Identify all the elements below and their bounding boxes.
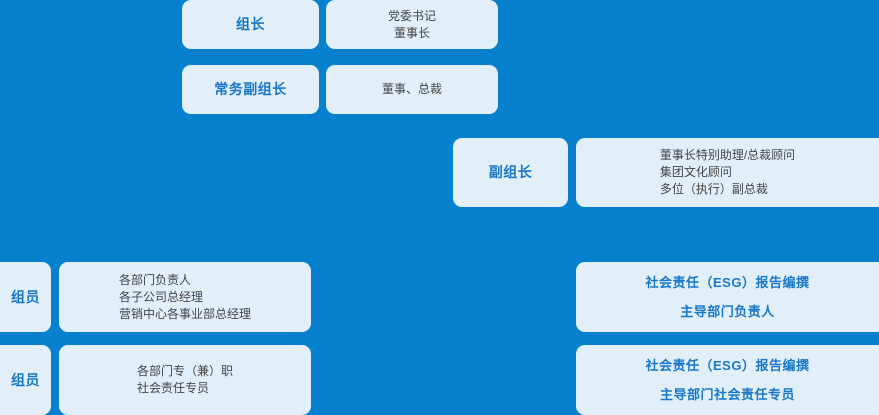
detail-card-group-leader: 党委书记 董事长 xyxy=(326,0,498,49)
esg-line: 主导部门负责人 xyxy=(680,304,775,319)
esg-list-member-1: 社会责任（ESG）报告编撰 主导部门负责人 xyxy=(646,268,810,326)
detail-line: 营销中心各事业部总经理 xyxy=(118,306,251,321)
esg-list-member-2: 社会责任（ESG）报告编撰 主导部门社会责任专员 xyxy=(646,351,810,409)
detail-card-executive-deputy-leader: 董事、总裁 xyxy=(326,65,498,114)
role-card-member-2: 组员 xyxy=(0,345,51,415)
detail-line: 董事长 xyxy=(393,25,430,40)
role-card-member-1: 组员 xyxy=(0,262,51,332)
detail-line: 集团文化顾问 xyxy=(659,165,732,179)
detail-line: 董事、总裁 xyxy=(381,82,442,96)
esg-line: 主导部门社会责任专员 xyxy=(659,387,795,402)
detail-card-deputy-leader: 董事长特别助理/总裁顾问 集团文化顾问 多位（执行）副总裁 xyxy=(576,138,879,207)
detail-line: 各部门专（兼）职 xyxy=(136,364,233,378)
detail-card-member-2: 各部门专（兼）职 社会责任专员 xyxy=(59,345,311,415)
detail-list-executive-deputy-leader: 董事、总裁 xyxy=(382,81,442,98)
detail-line: 多位（执行）副总裁 xyxy=(659,182,768,196)
role-label-member-2: 组员 xyxy=(11,371,40,388)
role-card-executive-deputy-leader: 常务副组长 xyxy=(182,65,319,114)
esg-line: 社会责任（ESG）报告编撰 xyxy=(645,275,810,290)
role-label-group-leader: 组长 xyxy=(236,16,265,32)
detail-list-deputy-leader: 董事长特别助理/总裁顾问 集团文化顾问 多位（执行）副总裁 xyxy=(660,147,795,198)
role-card-group-leader: 组长 xyxy=(182,0,319,49)
detail-line: 社会责任专员 xyxy=(136,381,209,395)
detail-list-group-leader: 党委书记 董事长 xyxy=(388,8,436,42)
role-label-member-1: 组员 xyxy=(11,288,40,305)
role-card-deputy-leader: 副组长 xyxy=(453,138,568,207)
detail-list-member-1: 各部门负责人 各子公司总经理 营销中心各事业部总经理 xyxy=(119,272,251,323)
esg-card-member-2: 社会责任（ESG）报告编撰 主导部门社会责任专员 xyxy=(576,345,879,415)
detail-list-member-2: 各部门专（兼）职 社会责任专员 xyxy=(137,363,233,397)
esg-card-member-1: 社会责任（ESG）报告编撰 主导部门负责人 xyxy=(576,262,879,332)
esg-line: 社会责任（ESG）报告编撰 xyxy=(645,358,810,373)
role-label-deputy-leader: 副组长 xyxy=(488,164,533,180)
detail-line: 党委书记 xyxy=(387,8,436,23)
detail-card-member-1: 各部门负责人 各子公司总经理 营销中心各事业部总经理 xyxy=(59,262,311,332)
detail-line: 各部门负责人 xyxy=(118,272,191,287)
detail-line: 董事长特别助理/总裁顾问 xyxy=(659,148,796,162)
detail-line: 各子公司总经理 xyxy=(118,289,203,304)
role-label-executive-deputy-leader: 常务副组长 xyxy=(214,81,287,97)
